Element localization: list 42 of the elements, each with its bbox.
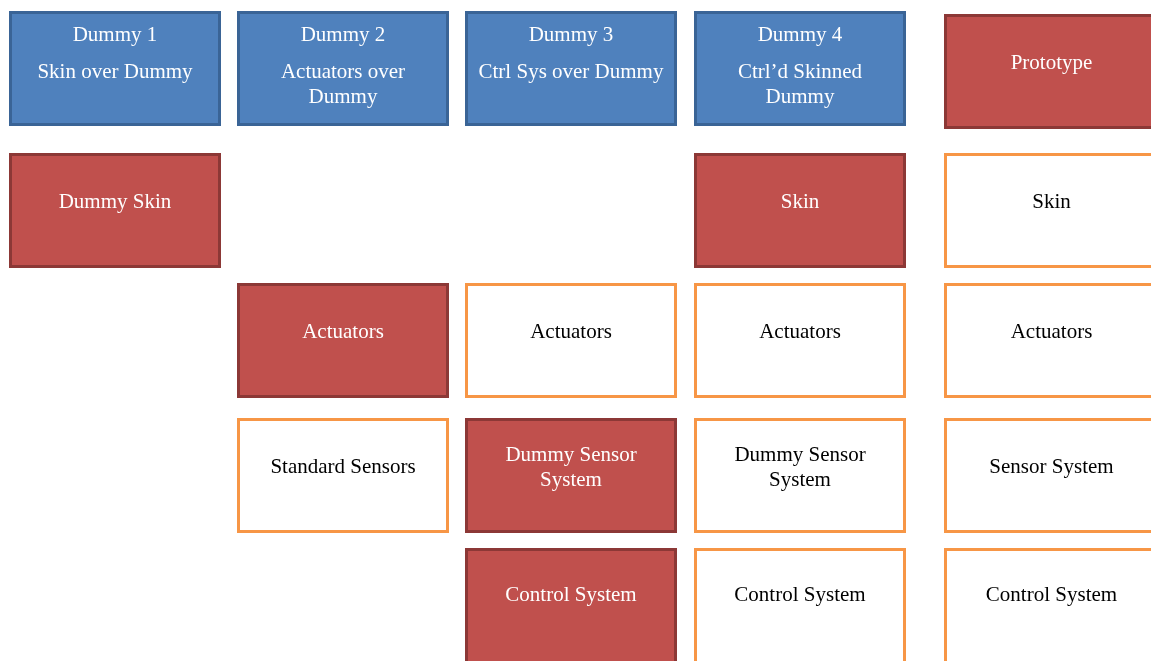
component-box	[944, 283, 1151, 398]
header-box	[9, 11, 221, 126]
box-text: Control System	[734, 581, 866, 607]
highlighted-box	[465, 548, 677, 661]
box-text: Actuators	[530, 319, 612, 344]
box-heading: Dummy 1	[72, 22, 158, 47]
box-heading: Dummy 3	[528, 22, 614, 47]
box-text: Control System	[985, 581, 1118, 607]
highlighted-box	[465, 418, 677, 533]
component-box	[694, 548, 906, 661]
highlighted-box	[237, 283, 449, 398]
box-text: Prototype	[1010, 50, 1093, 75]
box-text: Ctrl’d Skinned Dummy	[736, 59, 864, 109]
box-heading: Dummy 2	[300, 22, 386, 47]
box-text: Ctrl Sys over Dummy	[478, 59, 664, 84]
box-text: Skin	[780, 189, 820, 214]
box-text: Actuators	[1010, 319, 1093, 344]
box-text: Skin over Dummy	[37, 59, 193, 84]
box-text: Dummy Skin	[58, 189, 172, 214]
component-box	[944, 418, 1151, 533]
box-heading: Dummy 4	[757, 22, 843, 47]
box-text: Dummy Sensor System	[504, 441, 638, 492]
highlighted-box	[944, 14, 1151, 129]
box-text: Standard Sensors	[270, 454, 416, 479]
box-text: Control System	[505, 581, 637, 607]
component-box	[465, 283, 677, 398]
box-text: Actuators over Dummy	[279, 59, 407, 109]
box-text: Sensor System	[989, 454, 1114, 479]
highlighted-box	[694, 153, 906, 268]
box-text: Actuators	[759, 319, 841, 344]
header-box	[465, 11, 677, 126]
header-box	[237, 11, 449, 126]
component-box	[944, 153, 1151, 268]
component-box	[694, 418, 906, 533]
box-text: Skin	[1032, 189, 1071, 214]
component-box	[237, 418, 449, 533]
header-box	[694, 11, 906, 126]
highlighted-box	[9, 153, 221, 268]
component-box	[944, 548, 1151, 661]
box-text: Actuators	[302, 319, 384, 344]
box-text: Dummy Sensor System	[733, 441, 867, 492]
component-box	[694, 283, 906, 398]
